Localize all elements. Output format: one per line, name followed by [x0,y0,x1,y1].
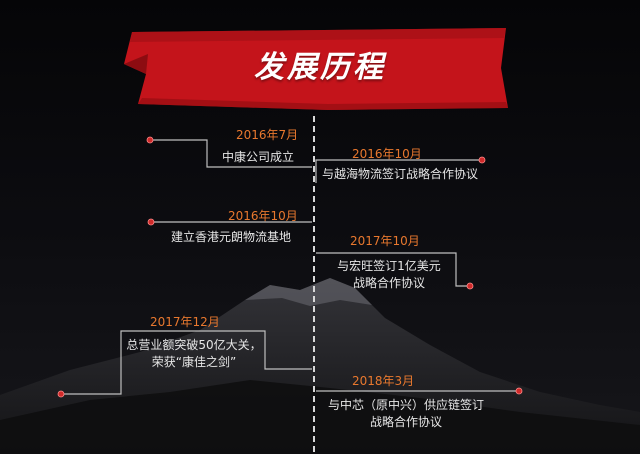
event-date: 2016年7月 [236,128,299,142]
event-text: 与宏旺签订1亿美元 战略合作协议 [330,258,448,292]
event-text-line: 中康公司成立 [222,150,295,164]
event-text: 与中芯（原中兴）供应链签订 战略合作协议 [322,397,490,431]
event-text-line: 荣获“康佳之剑” [151,355,237,369]
event-text-line: 与越海物流签订战略合作协议 [322,167,479,181]
event-date: 2017年12月 [150,315,220,329]
event-text-line: 与中芯（原中兴）供应链签订 [327,398,484,412]
title-banner [124,28,508,110]
connector-2 [315,159,482,183]
connector-5 [61,330,312,395]
event-text-line: 总营业额突破50亿大关， [126,338,262,352]
timeline-dot [146,136,154,144]
connector-4 [316,252,468,287]
timeline-dot [147,218,155,226]
event-text-line: 战略合作协议 [369,415,442,429]
event-date: 2017年10月 [350,234,420,248]
connector-1 [150,139,312,168]
event-text: 中康公司成立 [222,149,294,166]
event-text-line: 与宏旺签订1亿美元 [337,259,441,273]
timeline-dot [57,390,65,398]
event-date: 2016年10月 [228,209,298,223]
page-title: 发展历程 [254,50,386,85]
event-date: 2018年3月 [352,374,415,388]
timeline-dot [515,387,523,395]
event-text-line: 建立香港元朗物流基地 [171,230,292,244]
event-text: 建立香港元朗物流基地 [171,229,291,246]
event-text: 总营业额突破50亿大关， 荣获“康佳之剑” [124,337,264,371]
event-text: 与越海物流签订战略合作协议 [322,166,478,183]
event-date: 2016年10月 [352,147,422,161]
timeline-dot [466,282,474,290]
timeline-dot [478,156,486,164]
event-text-line: 战略合作协议 [352,276,425,290]
